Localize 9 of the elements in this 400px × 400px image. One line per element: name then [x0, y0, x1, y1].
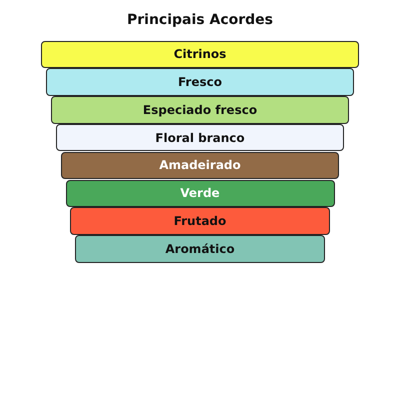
accord-bar: Verde	[66, 180, 334, 207]
accord-bar: Fresco	[46, 68, 354, 96]
accord-bar: Frutado	[70, 207, 330, 235]
accord-bar: Aromático	[75, 235, 325, 263]
chart-title: Principais Acordes	[126, 11, 274, 30]
accord-bar: Amadeirado	[60, 152, 340, 180]
accord-bar: Floral branco	[56, 124, 344, 152]
accord-bar: Citrinos	[41, 40, 359, 68]
accord-bar: Especiado fresco	[50, 96, 350, 124]
